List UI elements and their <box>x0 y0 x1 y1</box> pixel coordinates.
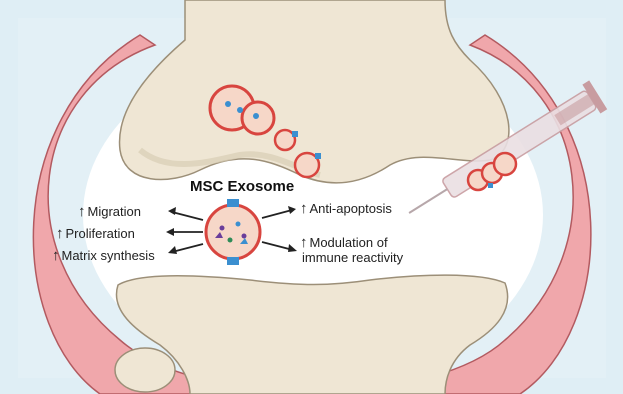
effect-modulation: ↑Modulation of <box>300 236 388 250</box>
up-arrow-icon: ↑ <box>52 247 60 264</box>
up-arrow-icon: ↑ <box>78 203 86 220</box>
up-arrow-icon: ↑ <box>300 234 308 251</box>
effect-migration: ↑Migration <box>78 205 141 219</box>
diagram-title: MSC Exosome <box>190 178 294 195</box>
up-arrow-icon: ↑ <box>300 200 308 217</box>
up-arrow-icon: ↑ <box>56 225 64 242</box>
effect-anti-apoptosis: ↑Anti-apoptosis <box>300 202 392 216</box>
effect-immune-reactivity: immune reactivity <box>302 251 403 265</box>
fibula <box>115 348 175 392</box>
effect-matrix-synthesis: ↑Matrix synthesis <box>52 249 155 263</box>
effect-proliferation: ↑Proliferation <box>56 227 135 241</box>
